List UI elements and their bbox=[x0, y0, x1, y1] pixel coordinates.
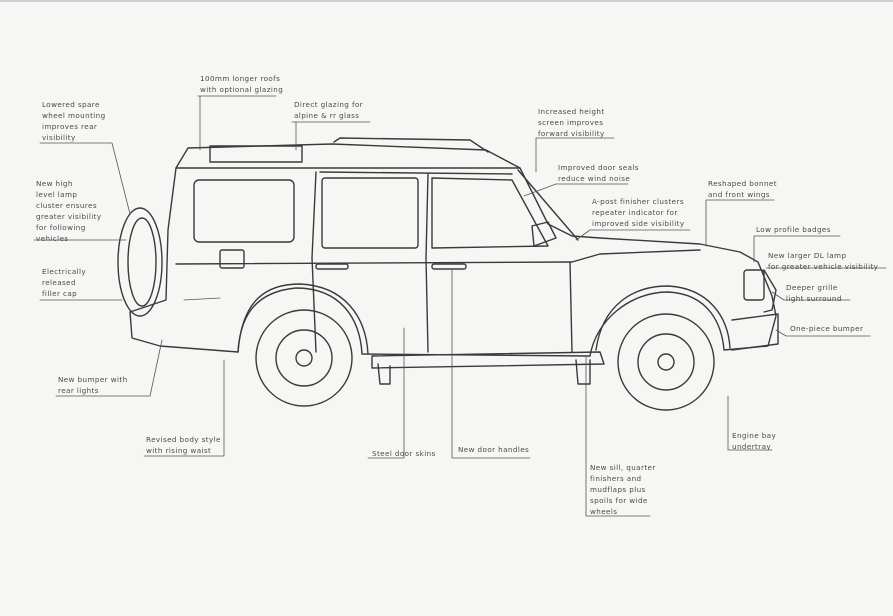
label-dl-lamp: New larger DL lamp for greater vehicle v… bbox=[768, 251, 879, 271]
spare-wheel bbox=[117, 207, 163, 317]
headlamp bbox=[743, 269, 765, 301]
front-arch bbox=[595, 285, 731, 351]
fuel-flap bbox=[219, 249, 245, 269]
label-deeper-grille: Deeper grille light surround bbox=[786, 283, 842, 303]
label-bonnet-wings: Reshaped bonnet and front wings bbox=[708, 179, 777, 199]
leader-lines bbox=[33, 95, 887, 517]
rear-arch bbox=[237, 283, 369, 355]
rear-door-window bbox=[321, 177, 419, 249]
rear-door-handle bbox=[315, 263, 349, 270]
grille bbox=[763, 269, 777, 313]
front-wheel-center bbox=[657, 353, 675, 371]
rear-wheel bbox=[255, 309, 353, 407]
door-line-rear bbox=[311, 257, 317, 353]
roof-outline bbox=[175, 143, 521, 169]
b-pillar bbox=[425, 173, 429, 353]
front-mudflap bbox=[575, 359, 591, 385]
label-longer-roof: 100mm longer roofs with optional glazing bbox=[200, 74, 284, 94]
front-bumper bbox=[731, 313, 779, 351]
c-pillar bbox=[311, 171, 317, 259]
door-shut bbox=[319, 171, 513, 175]
front-door-handle bbox=[431, 263, 467, 270]
label-door-seals: Improved door seals reduce wind noise bbox=[558, 163, 639, 183]
roof-glazing bbox=[209, 145, 303, 163]
label-windscreen-height: Increased height screen improves forward… bbox=[538, 107, 605, 138]
front-wheel bbox=[617, 313, 715, 411]
rear-side-window bbox=[193, 179, 295, 243]
label-filler-cap: Electrically released filler cap bbox=[42, 267, 87, 298]
label-direct-glazing: Direct glazing for alpine & rr glass bbox=[294, 100, 364, 120]
label-body-style: Revised body style with rising waist bbox=[146, 435, 221, 455]
rear-mudflap bbox=[377, 363, 391, 385]
sill-line bbox=[371, 351, 605, 369]
label-sill-finishers: New sill, quarter finishers and mudflaps… bbox=[590, 463, 656, 516]
label-door-handles: New door handles bbox=[458, 445, 530, 454]
door-line-front bbox=[569, 261, 573, 353]
waist-line bbox=[175, 249, 701, 265]
rear-wheel-hub bbox=[275, 329, 333, 387]
spare-wheel-inner bbox=[127, 217, 157, 307]
label-low-profile-badges: Low profile badges bbox=[756, 225, 831, 234]
label-engine-bay: Engine bay undertray bbox=[732, 431, 777, 451]
rear-wheel-center bbox=[295, 349, 313, 367]
top-edge-line bbox=[0, 0, 893, 2]
label-lowered-spare: Lowered spare wheel mounting improves re… bbox=[42, 100, 106, 142]
label-steel-door-skins: Steel door skins bbox=[372, 449, 436, 458]
front-door-window bbox=[431, 177, 549, 249]
label-one-piece-bumper: One-piece bumper bbox=[790, 324, 864, 333]
label-finisher-clusters: A-post finisher clusters repeater indica… bbox=[592, 197, 685, 228]
label-rear-bumper: New bumper with rear lights bbox=[58, 375, 128, 395]
wing-mirror bbox=[531, 221, 557, 247]
front-wheel-hub bbox=[637, 333, 695, 391]
a-pillar bbox=[517, 169, 579, 241]
label-high-level-lamp: New high level lamp cluster ensures grea… bbox=[36, 179, 102, 243]
roof-rail bbox=[333, 137, 489, 153]
body-outline bbox=[129, 167, 777, 357]
